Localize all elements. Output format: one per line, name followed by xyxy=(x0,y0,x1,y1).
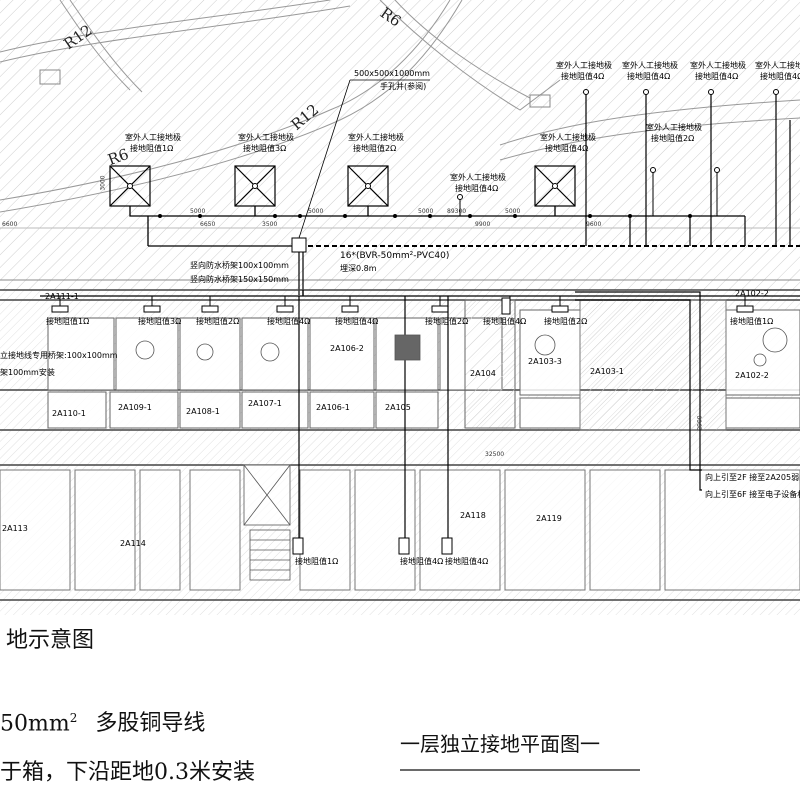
dimension-label: 6650 xyxy=(200,221,216,228)
electrode-label-title: 室外人工接地极 xyxy=(450,173,506,182)
terminal-label: 接地阻值2Ω xyxy=(544,317,588,326)
electrode-label-value: 接地阻值4Ω xyxy=(455,184,499,193)
pit-name-label: 手孔井(参阅) xyxy=(380,82,427,91)
terminal-label: 接地阻值1Ω xyxy=(730,317,774,326)
note-line-1-text: 多股铜导线 xyxy=(95,711,206,737)
pit-leader xyxy=(298,79,351,239)
dimension-label: 5000 xyxy=(418,208,434,215)
ground-bus xyxy=(129,206,745,246)
hand-pit xyxy=(291,237,307,253)
room-label: 2A102-2 xyxy=(735,371,769,380)
room-label: 2A103-3 xyxy=(528,357,562,366)
parking-mark xyxy=(529,94,551,108)
riser-note: 向上引至2F 接至2A205弱间 xyxy=(705,473,800,482)
room-label: 2A105 xyxy=(385,403,411,412)
electrode-label-value: 接地阻值2Ω xyxy=(651,134,695,143)
burial-depth-label: 埋深0.8m xyxy=(340,264,377,273)
electrode-label-title: 室外人工接地极 xyxy=(690,61,746,70)
room-label: 2A103-1 xyxy=(590,367,624,376)
dimension-label: 32500 xyxy=(485,451,505,458)
terminal-label: 接地阻值4Ω xyxy=(445,557,489,566)
equipment xyxy=(135,327,788,367)
pit-size-label: 500x500x1000mm xyxy=(354,69,430,78)
dimension-label: 3500 xyxy=(262,221,278,228)
electrode-label-value: 接地阻值4Ω xyxy=(561,72,605,81)
terminal-label: 接地阻值1Ω xyxy=(295,557,339,566)
room-label: 2A108-1 xyxy=(186,407,220,416)
electrode-label-value: 接地阻值3Ω xyxy=(243,144,287,153)
electrode-label-value: 接地阻值1Ω xyxy=(130,144,174,153)
dimension-label: 5000 xyxy=(505,208,521,215)
electrode-label-title: 室外人工接地极 xyxy=(755,61,800,70)
terminal-label: 接地阻值4Ω xyxy=(335,317,379,326)
room-label: 2A110-1 xyxy=(52,409,86,418)
drawing-title: 一层独立接地平面图一 xyxy=(400,732,600,756)
shaft-room xyxy=(464,299,516,429)
dimension-label: 9600 xyxy=(586,221,602,228)
room-label: 2A114 xyxy=(120,539,146,548)
electrode-label-value: 接地阻值4Ω xyxy=(695,72,739,81)
riser xyxy=(298,252,304,295)
electrode-label-value: 接地阻值4Ω xyxy=(760,72,800,81)
dimension-label: 9900 xyxy=(475,221,491,228)
dimension-label: 5000 xyxy=(308,208,324,215)
terminal-label: 接地阻值4Ω xyxy=(400,557,444,566)
right-conductors xyxy=(585,94,791,246)
road-outlines xyxy=(0,0,800,281)
room-label: 2A119 xyxy=(536,514,562,523)
note-line-1-size: 50mm xyxy=(0,711,70,737)
room-label: 2A106-1 xyxy=(316,403,350,412)
stair xyxy=(243,464,291,581)
lower-terminal-boxes xyxy=(292,537,453,555)
electrode-label-title: 室外人工接地极 xyxy=(646,123,702,132)
dimension-label: 89300 xyxy=(447,208,467,215)
site-hatch xyxy=(0,0,800,290)
riser-tray-label: 竖向防水桥架150x150mm xyxy=(190,275,289,284)
dimension-label: 5000 xyxy=(190,208,206,215)
terminal-label: 接地阻值1Ω xyxy=(46,317,90,326)
riser-tray-label: 竖向防水桥架100x100mm xyxy=(190,261,289,270)
lower-rooms xyxy=(0,464,800,591)
dimension-label: 2900 xyxy=(696,415,704,431)
electrode-label-value: 接地阻值2Ω xyxy=(353,144,397,153)
terminal-label: 接地阻值2Ω xyxy=(196,317,240,326)
note-heading: 地示意图 xyxy=(6,628,95,653)
electrode-label-title: 室外人工接地极 xyxy=(125,133,181,142)
electrode-label-title: 室外人工接地极 xyxy=(540,133,596,142)
room-label: 2A107-1 xyxy=(248,399,282,408)
terminal-boxes xyxy=(51,297,754,315)
riser-note: 向上引至6F 接至电子设备机房 xyxy=(705,490,800,499)
room-label: 2A113 xyxy=(2,524,28,533)
room-label: 2A111-1 xyxy=(45,292,79,301)
electrode-label-title: 室外人工接地极 xyxy=(622,61,678,70)
note-line-2: 于箱，下沿距地0.3米安装 xyxy=(0,760,255,785)
terminal-label: 接地阻值4Ω xyxy=(267,317,311,326)
cable-spec-label: 16*(BVR-50mm²-PVC40) xyxy=(340,251,450,261)
left-note: 架100mm安装 xyxy=(0,368,55,377)
room-label: 2A104 xyxy=(470,369,496,378)
electrode-label-value: 接地阻值4Ω xyxy=(627,72,671,81)
left-note: 立接地线专用桥架:100x100mm xyxy=(0,351,118,360)
room-label: 2A106-2 xyxy=(330,344,364,353)
electrode-label-title: 室外人工接地极 xyxy=(348,133,404,142)
terminal-label: 接地阻值2Ω xyxy=(425,317,469,326)
room-label: 2A118 xyxy=(460,511,486,520)
terminal-label: 接地阻值4Ω xyxy=(483,317,527,326)
note-line-1-sup: 2 xyxy=(69,711,78,725)
electrode-label-title: 室外人工接地极 xyxy=(238,133,294,142)
note-line-1: 50mm2 多股铜导线 xyxy=(0,712,205,735)
inner-ground-bar xyxy=(40,290,800,297)
room-label: 2A102-2 xyxy=(735,289,769,298)
electrode-label-value: 接地阻值4Ω xyxy=(545,144,589,153)
terminal-label: 接地阻值3Ω xyxy=(138,317,182,326)
parking-mark xyxy=(39,69,61,85)
shaft-room xyxy=(579,299,727,431)
electrode-label-title: 室外人工接地极 xyxy=(556,61,612,70)
electrode-poles xyxy=(127,89,779,216)
room-label: 2A109-1 xyxy=(118,403,152,412)
dimension-label: 3000 xyxy=(99,175,107,191)
dimension-label: 6600 xyxy=(2,221,18,228)
